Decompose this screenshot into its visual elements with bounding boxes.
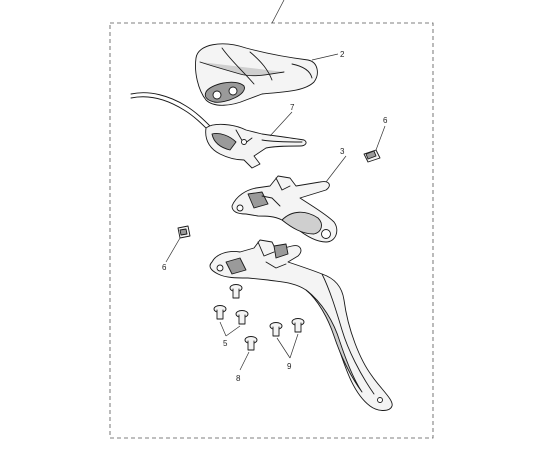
callout-8: 8	[236, 374, 241, 383]
kit-frame	[109, 22, 434, 439]
bolt-part-upper	[363, 149, 381, 163]
screw-part-5b	[213, 305, 227, 320]
callout-3: 3	[340, 147, 345, 156]
mudguard-bracket-part	[209, 239, 393, 411]
callout-7: 7	[290, 103, 295, 112]
brake-lever-part	[130, 92, 307, 169]
callout-6-lower: 6	[162, 263, 167, 272]
callout-9: 9	[287, 362, 292, 371]
screw-part-9b	[291, 318, 305, 333]
screw-part-9a	[269, 322, 283, 337]
frame-leader	[271, 0, 285, 24]
screw-part-5a	[229, 284, 243, 299]
bracket-part	[231, 175, 338, 243]
bolt-part-lower	[177, 225, 191, 239]
screw-part-5c	[235, 310, 249, 325]
screw-part-8	[244, 336, 258, 351]
callout-5: 5	[223, 339, 228, 348]
callout-2: 2	[340, 50, 345, 59]
cover-part	[195, 43, 318, 106]
callout-6-upper: 6	[383, 116, 388, 125]
